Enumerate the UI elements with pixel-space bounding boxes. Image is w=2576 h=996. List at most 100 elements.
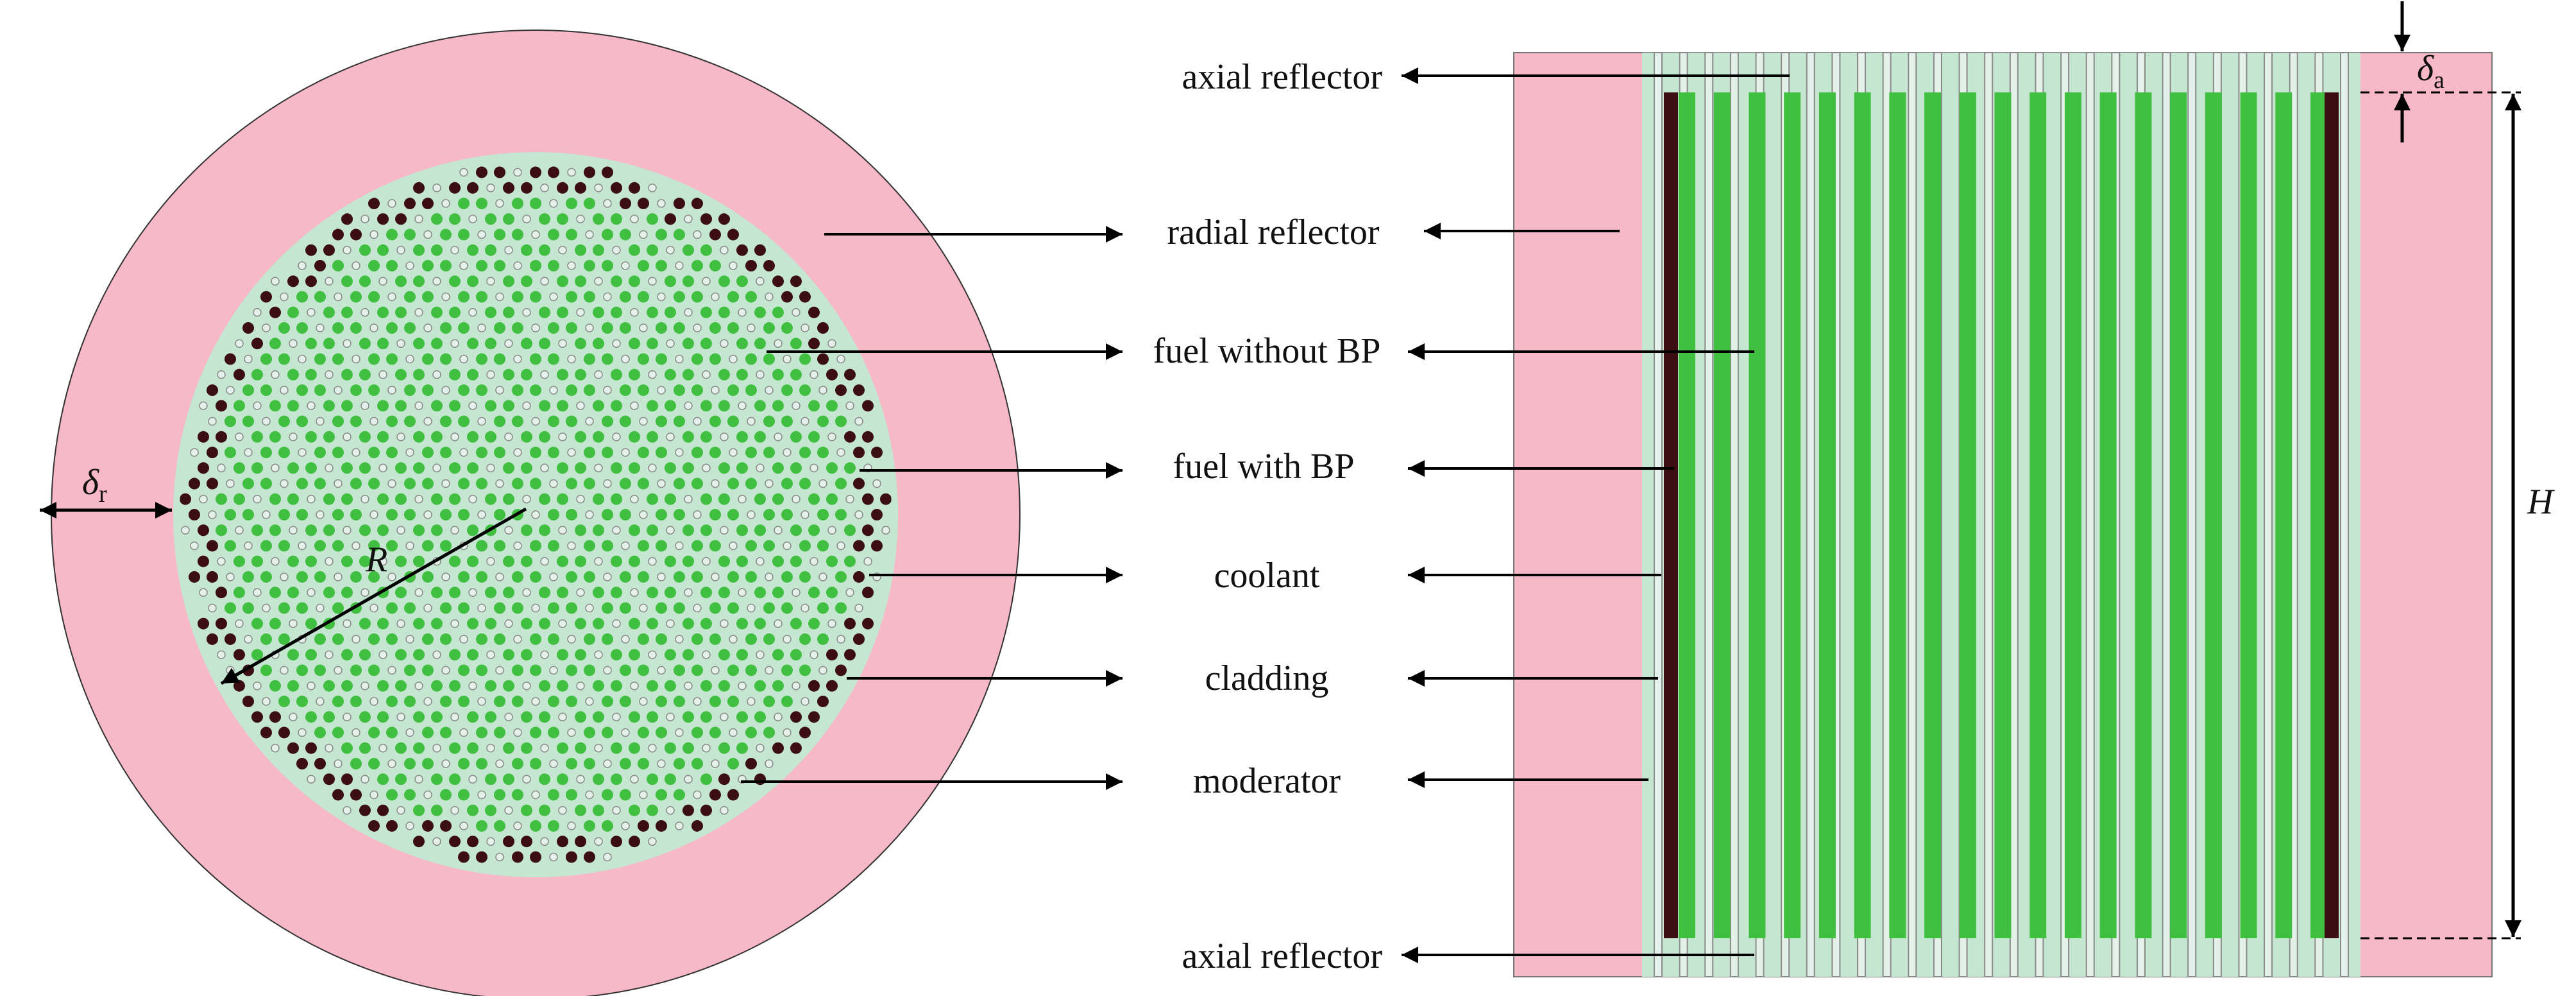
coolant-channel: [729, 728, 738, 737]
fuel-pin: [332, 726, 344, 739]
fuel-pin: [251, 524, 263, 537]
coolant-channel: [352, 541, 360, 551]
fuel-with-bp-rod-left: [1664, 92, 1678, 938]
fuel-with-bp-pin: [691, 820, 703, 832]
fuel-pin: [611, 306, 622, 318]
fuel-pin: [611, 587, 622, 599]
coolant-channel: [387, 665, 396, 675]
fuel-pin: [350, 695, 362, 707]
fuel-pin: [494, 228, 505, 241]
fuel-pin: [225, 602, 236, 614]
coolant-channel: [594, 556, 603, 566]
coolant-channel: [504, 246, 513, 255]
fuel-pin: [808, 431, 820, 443]
fuel-pin: [575, 431, 586, 443]
fuel-pin: [404, 509, 416, 520]
fuel-pin: [287, 306, 299, 318]
fuel-with-bp-pin: [207, 384, 218, 397]
axial-channels: [1654, 52, 2349, 977]
coolant-channel: [477, 230, 486, 239]
coolant-channel: [684, 308, 693, 317]
coolant-channel: [307, 401, 316, 411]
fuel-pin: [476, 477, 487, 490]
fuel-pin: [323, 338, 335, 350]
fuel-pin: [314, 447, 326, 459]
fuel-pin: [503, 493, 514, 505]
coolant-channel: [702, 650, 711, 659]
coolant-channel: [459, 728, 468, 737]
coolant-channel: [639, 603, 648, 613]
fuel-pin: [467, 244, 479, 256]
coolant-channel: [369, 697, 378, 706]
fuel-pin: [754, 306, 766, 318]
fuel-pin: [350, 509, 362, 520]
fuel-with-bp-pin: [305, 275, 317, 288]
fuel-pin: [700, 338, 712, 350]
fuel-pin: [530, 447, 541, 459]
coolant-channel: [414, 401, 423, 411]
coolant-channel: [405, 821, 414, 830]
coolant-channel: [585, 603, 594, 613]
coolant-channel: [307, 308, 316, 317]
coolant-channel: [675, 821, 684, 830]
fuel-pin: [674, 384, 685, 397]
coolant-channel: [280, 479, 289, 488]
coolant-channel: [441, 199, 450, 208]
fuel-pin: [682, 244, 694, 256]
fuel-pin: [458, 509, 470, 520]
fuel-pin: [709, 353, 721, 365]
fuel-pin: [584, 260, 595, 272]
fuel-pin: [377, 524, 389, 537]
fuel-with-bp-pin: [826, 680, 838, 692]
fuel-pin: [296, 664, 308, 676]
fuel-pin: [440, 228, 452, 241]
fuel-pin: [656, 509, 667, 520]
coolant-channel: [729, 354, 738, 364]
fuel-pin: [521, 742, 532, 754]
coolant-channel: [405, 354, 414, 364]
coolant-channel: [396, 339, 405, 348]
fuel-pin: [548, 726, 559, 739]
fuel-pin: [718, 587, 730, 599]
fuel-pin: [638, 757, 649, 769]
fuel-pin: [736, 742, 748, 754]
fuel-pin: [781, 602, 793, 614]
fuel-pin: [709, 447, 721, 459]
coolant-channel: [675, 261, 684, 270]
fuel-with-bp-pin: [700, 804, 712, 816]
fuel-pin: [251, 617, 263, 630]
fuel-with-bp-pin: [853, 384, 865, 397]
fuel-pin: [539, 213, 550, 225]
fuel-pin: [754, 493, 766, 505]
coolant-channel: [747, 603, 756, 613]
fuel-pin: [476, 571, 487, 583]
fuel-pin: [736, 275, 748, 288]
coolant-channel: [621, 541, 630, 551]
coolant-channel: [253, 681, 262, 691]
fuel-pin: [700, 431, 712, 443]
fuel-pin: [216, 524, 227, 537]
coolant-channel: [468, 401, 477, 411]
coolant-channel: [190, 448, 199, 457]
fuel-pin: [233, 462, 245, 474]
fuel-pin: [790, 524, 802, 537]
fuel-pin: [691, 571, 703, 583]
coolant-channel: [217, 650, 226, 659]
fuel-pin: [377, 306, 389, 318]
fuel-pin: [799, 571, 811, 583]
fuel-pin: [539, 804, 550, 816]
coolant-channel: [657, 759, 666, 768]
fuel-pin: [602, 820, 613, 832]
fuel-pin: [817, 602, 829, 614]
coolant-channel: [567, 821, 576, 830]
coolant-channel: [711, 665, 720, 675]
fuel-pin: [467, 804, 479, 816]
fuel-pin: [620, 509, 631, 520]
fuel-pin: [781, 415, 793, 427]
fuel-pin: [539, 680, 550, 692]
fuel-rod-axial: [1959, 92, 1976, 938]
coolant-channel: [360, 214, 369, 224]
fuel-pin: [476, 757, 487, 769]
coolant-channel: [818, 572, 827, 581]
fuel-pin: [530, 477, 541, 490]
